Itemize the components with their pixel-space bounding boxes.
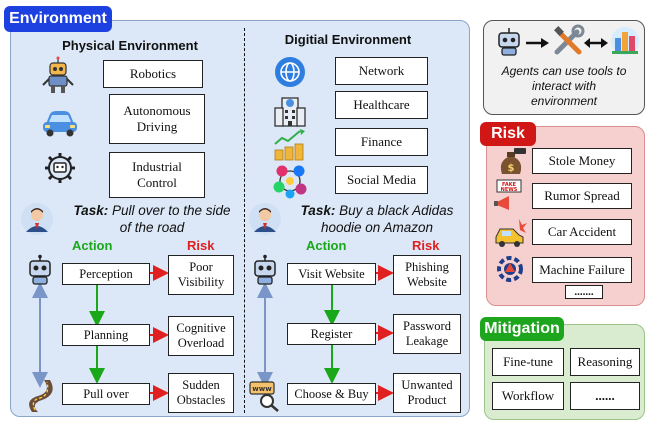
digital-task-label: Task: xyxy=(300,203,336,218)
tools-caption: Agents can use tools to interact with en… xyxy=(501,64,627,108)
car-accident-risk-box: Car Accident xyxy=(532,219,632,245)
svg-text:$: $ xyxy=(508,163,515,174)
industrial-gear-icon xyxy=(42,150,78,186)
password-leakage-risk-box: Password Leakage xyxy=(393,314,461,354)
choose-buy-action-box: Choose & Buy xyxy=(287,383,376,405)
digital-task: Task: Buy a black Adidas hoodie on Amazo… xyxy=(288,203,466,237)
hospital-icon xyxy=(272,92,308,128)
risk-title: Risk xyxy=(480,122,536,146)
money-bag-icon: $ xyxy=(494,144,528,178)
reasoning-box: Reasoning xyxy=(570,348,640,376)
workflow-box: Workflow xyxy=(492,382,564,410)
healthcare-box: Healthcare xyxy=(335,91,428,119)
rumor-spread-risk-box: Rumor Spread xyxy=(532,183,632,209)
mitigation-title: Mitigation xyxy=(480,317,564,341)
robotics-box: Robotics xyxy=(103,60,203,88)
more-risks-box: ....... xyxy=(565,285,603,299)
svg-text:www: www xyxy=(252,385,272,393)
web-search-icon: www xyxy=(248,378,282,412)
robot-icon xyxy=(38,55,78,95)
social-media-icon xyxy=(271,163,309,199)
environment-divider xyxy=(244,28,245,413)
digital-action-label: Action xyxy=(306,238,347,253)
more-mitigations-box: ...... xyxy=(570,382,640,410)
finance-box: Finance xyxy=(335,128,428,156)
visit-website-action-box: Visit Website xyxy=(287,263,376,285)
cognitive-overload-risk-box: Cognitive Overload xyxy=(168,316,234,356)
perception-action-box: Perception xyxy=(62,263,150,285)
city-environment-icon xyxy=(608,24,642,58)
physical-environment-title: Physical Environment xyxy=(62,38,198,53)
tools-flow-arrows xyxy=(526,38,608,48)
svg-text:FAKE: FAKE xyxy=(502,182,517,188)
phishing-website-risk-box: Phishing Website xyxy=(393,255,461,295)
poor-visibility-risk-box: Poor Visibility xyxy=(168,255,234,295)
machine-failure-icon xyxy=(494,253,526,285)
digital-environment-title: Digitial Environment xyxy=(284,32,412,47)
user-avatar-icon xyxy=(20,202,54,236)
road-icon xyxy=(22,378,56,412)
car-icon xyxy=(40,104,80,138)
svg-text:NEWS: NEWS xyxy=(501,187,518,193)
network-globe-icon xyxy=(273,55,307,89)
autonomous-driving-box: Autonomous Driving xyxy=(109,94,205,144)
planning-action-box: Planning xyxy=(62,324,150,346)
machine-failure-risk-box: Machine Failure xyxy=(532,257,632,283)
pull-over-action-box: Pull over xyxy=(62,383,150,405)
user-avatar-icon-digital xyxy=(248,202,282,236)
social-media-box: Social Media xyxy=(335,166,428,194)
physical-task: Task: Pull over to the side of the road xyxy=(66,203,238,237)
physical-task-text: Pull over to the side of the road xyxy=(111,203,231,235)
car-accident-icon xyxy=(493,215,527,249)
digital-task-text: Buy a black Adidas hoodie on Amazon xyxy=(320,203,454,235)
sudden-obstacles-risk-box: Sudden Obstacles xyxy=(168,373,234,413)
physical-task-label: Task: xyxy=(73,203,109,218)
robot-agent-icon-digital xyxy=(249,254,281,286)
fine-tune-box: Fine-tune xyxy=(492,348,564,376)
finance-coins-icon xyxy=(272,128,308,162)
environment-title: Environment xyxy=(4,6,112,32)
fake-news-icon: FAKE NEWS xyxy=(493,178,527,212)
robot-agent-icon xyxy=(24,254,56,286)
register-action-box: Register xyxy=(287,323,376,345)
stole-money-risk-box: Stole Money xyxy=(532,148,632,174)
unwanted-product-risk-box: Unwanted Product xyxy=(393,373,461,413)
network-box: Network xyxy=(335,57,428,85)
agent-robot-icon xyxy=(494,27,524,57)
digital-risk-label: Risk xyxy=(412,238,440,253)
physical-action-label: Action xyxy=(72,238,113,253)
tools-wrench-icon xyxy=(551,24,585,58)
physical-risk-label: Risk xyxy=(187,238,215,253)
industrial-control-box: Industrial Control xyxy=(109,152,205,198)
